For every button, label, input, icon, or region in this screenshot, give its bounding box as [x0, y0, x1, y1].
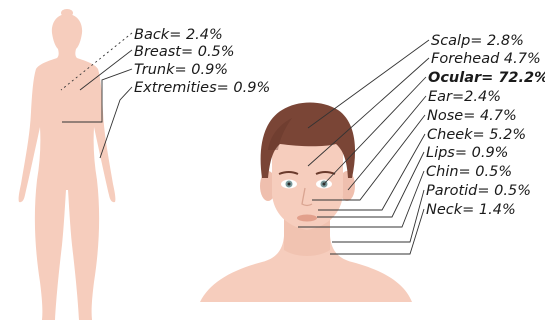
label-ear: Ear=2.4%: [428, 89, 501, 105]
label-extremities: Extremities= 0.9%: [134, 80, 270, 96]
pupil-left: [288, 183, 291, 186]
label-ocular: Ocular= 72.2%: [428, 70, 545, 86]
label-cheek: Cheek= 5.2%: [427, 127, 526, 143]
label-scalp: Scalp= 2.8%: [431, 33, 524, 49]
label-lips: Lips= 0.9%: [426, 145, 508, 161]
body-silhouette: [19, 14, 116, 320]
label-nose: Nose= 4.7%: [427, 108, 517, 124]
head-figure: [200, 103, 412, 303]
hair-bun: [61, 9, 73, 17]
leader-neck: [330, 209, 424, 254]
label-breast: Breast= 0.5%: [134, 44, 235, 60]
label-forehead: Forehead 4.7%: [431, 51, 541, 67]
label-trunk: Trunk= 0.9%: [134, 62, 228, 78]
body-figure: [19, 9, 116, 320]
lips: [297, 215, 317, 222]
label-neck: Neck= 1.4%: [426, 202, 516, 218]
label-parotid: Parotid= 0.5%: [426, 183, 531, 199]
label-back: Back= 2.4%: [134, 27, 223, 43]
leader-ear: [348, 96, 426, 190]
label-chin: Chin= 0.5%: [426, 164, 512, 180]
